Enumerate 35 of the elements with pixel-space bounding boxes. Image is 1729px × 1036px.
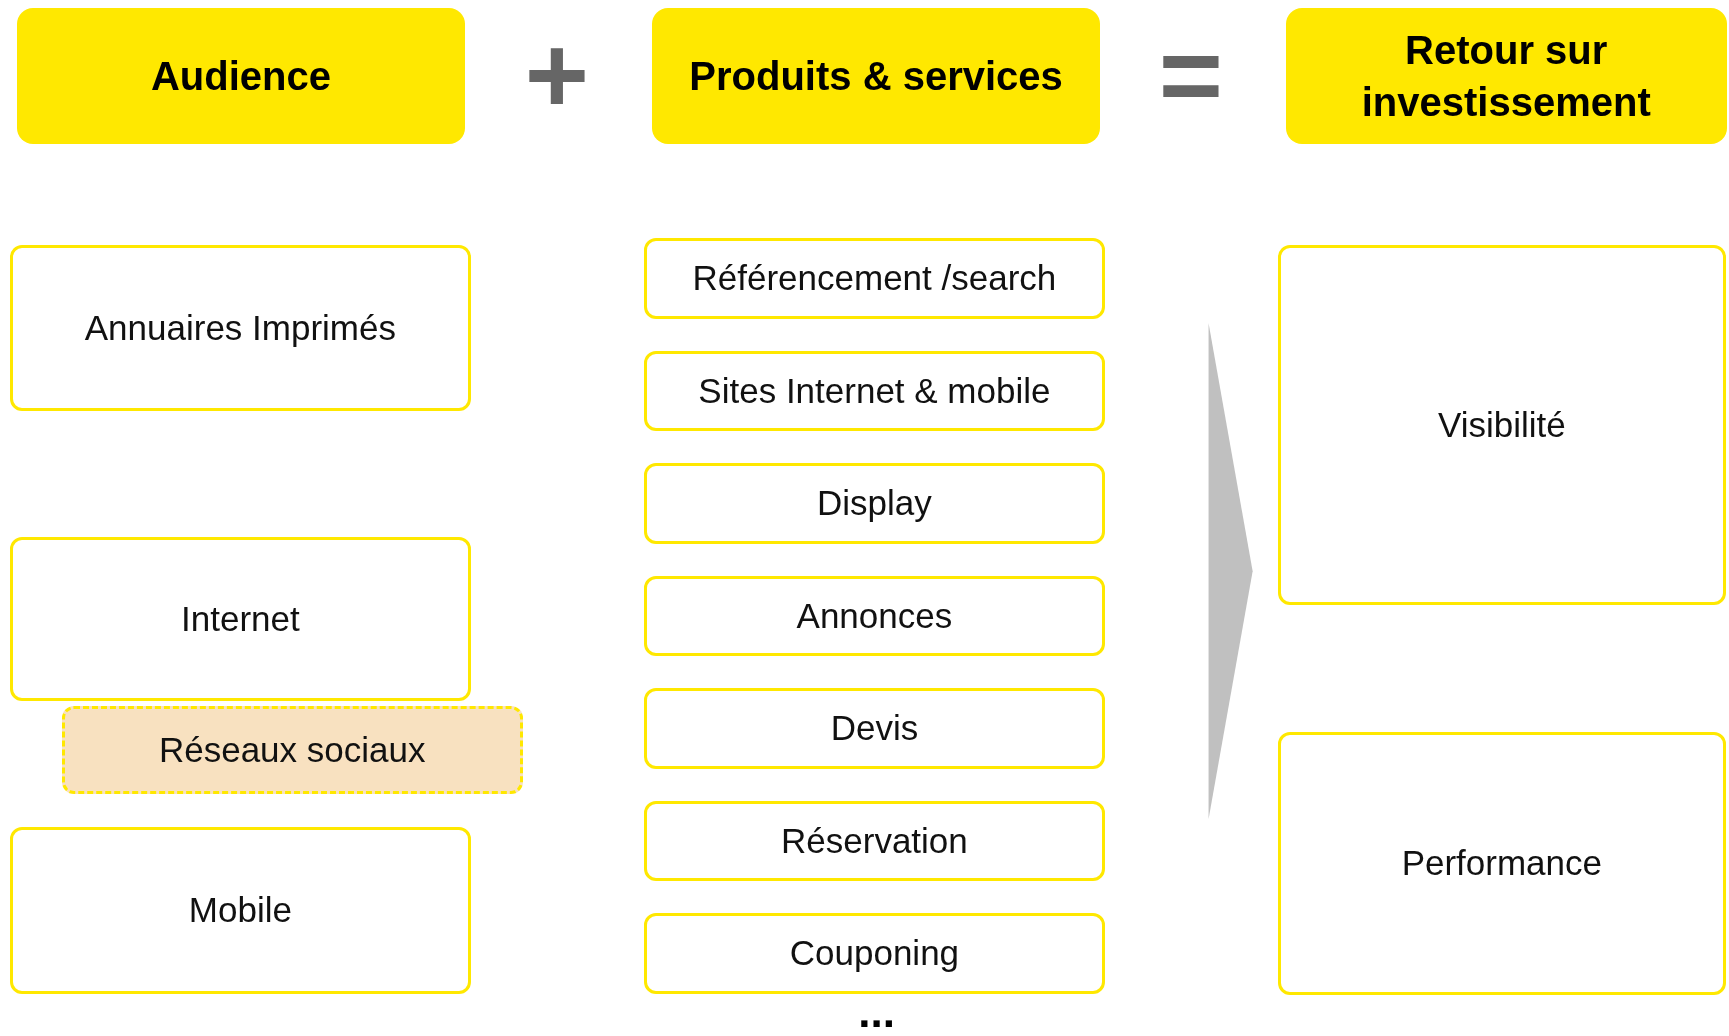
box-label: Devis [829, 708, 920, 749]
box-label: Annonces [795, 595, 954, 636]
product-box [643, 913, 1105, 994]
box-label: Sites Internet & mobile [697, 370, 1052, 411]
result-box [1278, 732, 1726, 995]
ellipsis: ... [858, 990, 895, 1035]
product-box [643, 238, 1105, 319]
box-label: Annuaires Imprimés [83, 308, 397, 349]
header-text: Audience [149, 53, 332, 101]
product-box [643, 463, 1105, 544]
header-box [1285, 7, 1727, 145]
box-label: Référencement /search [691, 258, 1058, 299]
header-box [16, 7, 466, 145]
box-label: Performance [1400, 843, 1604, 884]
channel-box [9, 827, 471, 994]
plus-sign: + [524, 19, 589, 130]
box-label: Display [816, 483, 933, 524]
product-box [643, 800, 1105, 881]
dashed-box [61, 705, 523, 794]
box-label: Internet [180, 599, 301, 640]
header-text: Retour sur investissement [1360, 27, 1652, 127]
header-text: Produits & services [688, 53, 1064, 101]
box-label: Visibilité [1436, 405, 1567, 446]
product-box [643, 350, 1105, 432]
equals-sign: = [1158, 19, 1223, 130]
box-label: Réseaux sociaux [157, 729, 427, 770]
box-label: Couponing [788, 933, 961, 974]
result-box [1278, 244, 1726, 606]
channel-box [9, 537, 471, 702]
product-box [643, 688, 1105, 769]
header-box [651, 7, 1101, 145]
product-box [643, 575, 1105, 657]
box-label: Mobile [187, 890, 293, 931]
channel-box [9, 244, 471, 412]
box-label: Réservation [780, 820, 969, 861]
